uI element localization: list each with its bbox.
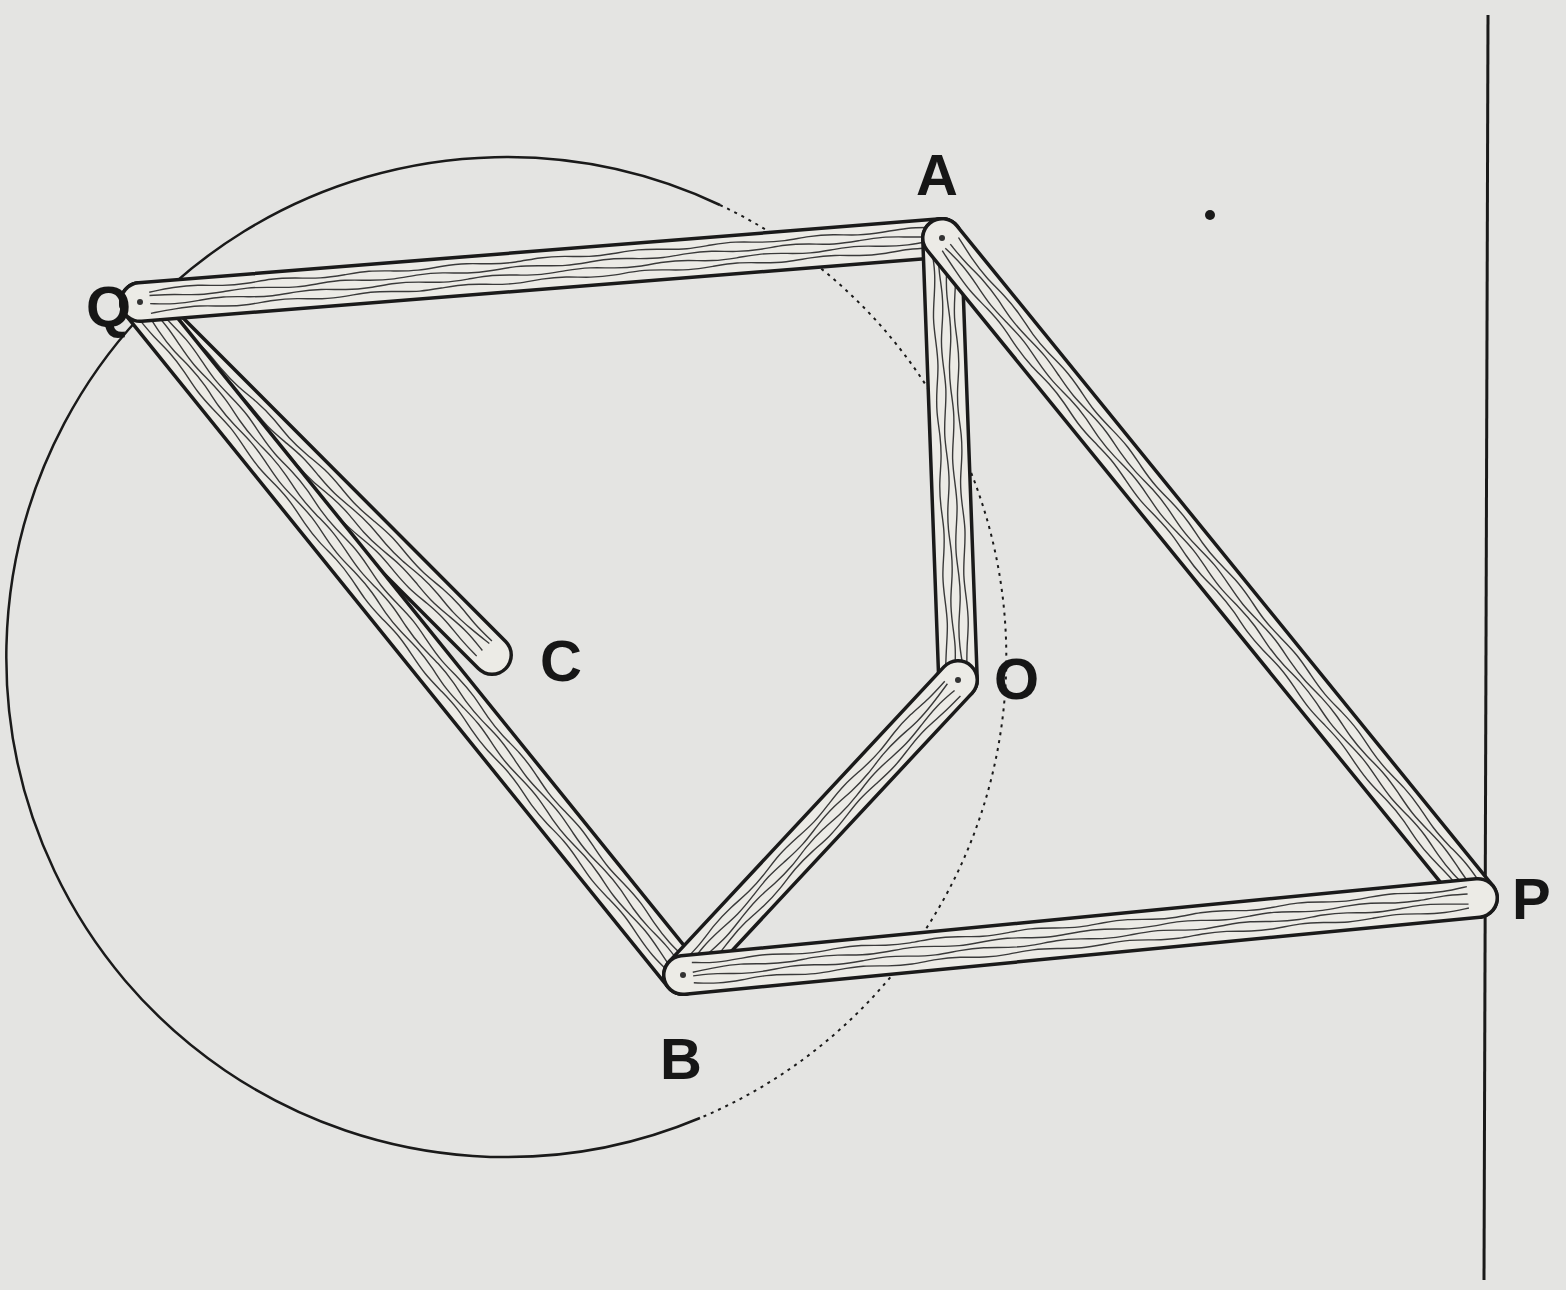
bar-outline — [683, 680, 958, 975]
point-label: A — [916, 146, 958, 204]
wooden-bar — [137, 228, 942, 314]
wood-grain — [150, 237, 932, 296]
pivot — [939, 235, 945, 241]
wood-grain — [146, 310, 673, 970]
pivot — [137, 299, 143, 305]
pivot — [955, 677, 961, 683]
pivot — [680, 972, 686, 978]
wood-grain — [151, 248, 933, 313]
bar-body — [140, 302, 683, 975]
bar-body — [140, 238, 942, 302]
point-label: P — [1512, 870, 1551, 928]
point-label: Q — [86, 278, 131, 336]
bar-outline — [140, 302, 683, 975]
wooden-bar — [680, 887, 1478, 984]
wood-grain — [691, 690, 954, 968]
dot — [1205, 210, 1215, 220]
wood-grain — [149, 228, 931, 293]
point-label: C — [540, 632, 582, 690]
wood-grain — [692, 887, 1467, 963]
point-label: B — [660, 1030, 702, 1088]
wood-grain — [931, 248, 947, 670]
wood-grain — [137, 317, 669, 973]
wood-grain — [942, 251, 1464, 896]
wood-grain — [693, 904, 1468, 976]
wood-grain — [153, 304, 686, 959]
bar-body — [683, 680, 958, 975]
straight-line — [1484, 15, 1488, 1280]
wood-grain — [950, 244, 1473, 889]
wood-grain — [683, 681, 944, 961]
wooden-bar — [939, 235, 1480, 898]
bar-body — [942, 238, 958, 680]
pivot — [137, 299, 143, 305]
bars — [137, 228, 1480, 984]
bar-outline — [942, 238, 958, 680]
pivot — [939, 235, 945, 241]
point-label: O — [994, 650, 1039, 708]
bar-outline — [942, 238, 1478, 898]
bar-outline — [140, 238, 942, 302]
circle-arc — [6, 157, 720, 1157]
wood-grain — [150, 240, 932, 304]
bar-body — [942, 238, 1478, 898]
wood-grain — [946, 248, 963, 670]
bar-body — [683, 898, 1478, 975]
wood-grain — [689, 684, 948, 967]
wood-grain — [945, 248, 1470, 891]
pivot — [137, 299, 143, 305]
wood-grain — [958, 237, 1480, 883]
wood-grain — [149, 307, 680, 964]
wood-grain — [694, 908, 1469, 983]
bar-outline — [683, 898, 1478, 975]
wood-grain — [953, 248, 968, 670]
wooden-bar — [931, 235, 968, 680]
wooden-bar — [683, 677, 961, 976]
wood-grain — [693, 894, 1468, 972]
wooden-bar — [137, 299, 687, 975]
